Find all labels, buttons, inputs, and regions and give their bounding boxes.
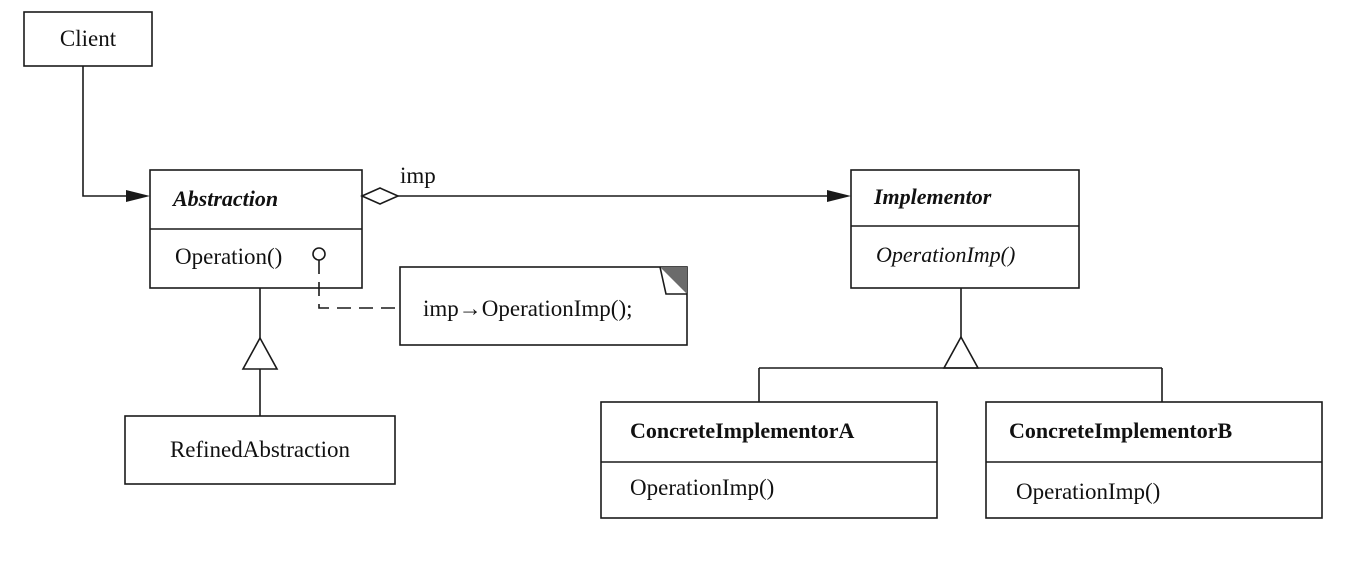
concrete-implementor-b-box xyxy=(985,401,1323,519)
note-text: imp→OperationImp(); xyxy=(423,296,633,321)
concrete-implementor-a-class: ConcreteImplementorA OperationImp() xyxy=(600,401,938,519)
implementation-note: imp→OperationImp(); xyxy=(318,260,688,346)
abstraction-name: Abstraction xyxy=(171,186,278,211)
implementor-class: Implementor OperationImp() xyxy=(850,169,1080,289)
imp-aggregation: imp xyxy=(360,163,851,205)
concrete-implementor-b-operation: OperationImp() xyxy=(1016,479,1160,504)
implementor-box xyxy=(850,169,1080,289)
implementor-inheritance xyxy=(758,288,1163,402)
refined-abstraction-class: RefinedAbstraction xyxy=(124,415,396,485)
concrete-implementor-a-operation: OperationImp() xyxy=(630,475,774,500)
imp-label: imp xyxy=(400,163,436,188)
refined-abstraction-name: RefinedAbstraction xyxy=(170,437,351,462)
concrete-implementor-b-class: ConcreteImplementorB OperationImp() xyxy=(985,401,1323,519)
note-anchor-circle xyxy=(312,247,326,261)
client-link-line xyxy=(82,66,130,197)
concrete-implementor-b-name: ConcreteImplementorB xyxy=(1009,418,1233,443)
aggregation-diamond xyxy=(360,187,400,205)
implementor-inheritance-triangle xyxy=(942,335,980,369)
abstraction-class: Abstraction Operation() xyxy=(149,169,363,289)
implementor-name: Implementor xyxy=(873,184,992,209)
abstraction-inheritance-triangle xyxy=(241,336,279,370)
abstraction-inheritance xyxy=(241,288,279,416)
note-fold-shade xyxy=(660,267,687,294)
client-link-arrowhead xyxy=(126,190,150,202)
implementor-operation: OperationImp() xyxy=(876,242,1015,267)
refined-abstraction-box xyxy=(124,415,396,485)
note-box xyxy=(399,266,688,346)
aggregation-arrowhead xyxy=(827,190,851,202)
client-box xyxy=(23,11,153,67)
concrete-implementor-a-name: ConcreteImplementorA xyxy=(630,418,855,443)
client-to-abstraction-link xyxy=(82,66,150,202)
abstraction-operation: Operation() xyxy=(175,244,282,269)
note-dashed-link xyxy=(318,260,400,309)
client-name: Client xyxy=(60,26,117,51)
note-fold-edge xyxy=(659,266,687,295)
concrete-implementor-a-box xyxy=(600,401,938,519)
client-class: Client xyxy=(23,11,153,67)
